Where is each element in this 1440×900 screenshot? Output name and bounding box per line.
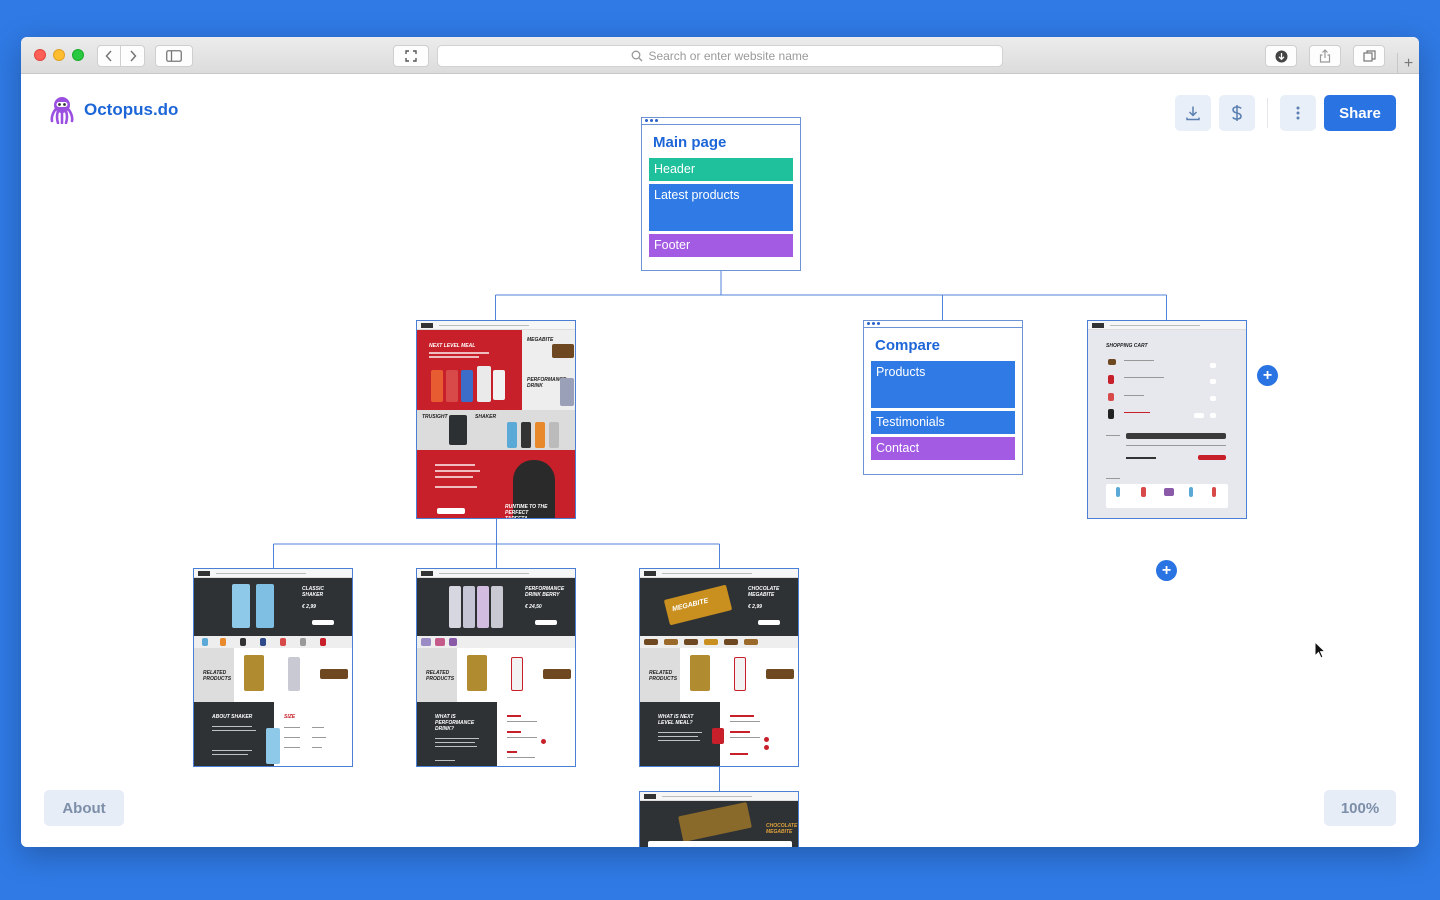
mouse-cursor-icon (1314, 641, 1326, 659)
minimize-window-button[interactable] (53, 49, 65, 61)
close-window-button[interactable] (34, 49, 46, 61)
main-page-card[interactable]: Main page Header Latest products Footer (641, 117, 801, 271)
address-placeholder: Search or enter website name (648, 49, 809, 63)
thumb-side: MEGABITE PERFORMANCE DRINK (522, 330, 575, 410)
sitemap-canvas[interactable]: Octopus.do Share Main page Header Latest… (21, 74, 1419, 847)
card-handle[interactable] (642, 118, 800, 125)
dollar-icon (1232, 105, 1242, 121)
performance-drink-thumbnail[interactable]: PERFORMANCE DRINK BERRY € 24,50 RELATED … (416, 568, 576, 767)
fullscreen-button[interactable] (393, 45, 429, 67)
thumb-hero: NEXT LEVEL MEAL (417, 330, 522, 410)
more-options-button[interactable] (1280, 95, 1316, 131)
sidebar-icon (166, 50, 182, 62)
thumb-nav (417, 321, 575, 330)
forward-button[interactable] (121, 45, 145, 67)
octopus-logo-icon (50, 97, 74, 124)
share-icon (1319, 49, 1331, 63)
block-testimonials[interactable]: Testimonials (871, 411, 1015, 434)
about-button[interactable]: About (44, 790, 124, 826)
card-title[interactable]: Main page (653, 134, 727, 151)
app-logo[interactable]: Octopus.do (49, 96, 178, 124)
home-page-thumbnail[interactable]: NEXT LEVEL MEAL MEGABITE PERFORMANCE DRI… (416, 320, 576, 519)
new-tab-icon: + (1403, 54, 1414, 72)
block-footer[interactable]: Footer (649, 234, 793, 257)
thumb-mid: TRUSIGHT SHAKER (417, 410, 575, 450)
app-name: Octopus.do (84, 100, 179, 119)
download-icon (1186, 106, 1200, 121)
forward-icon (129, 50, 137, 62)
sidebar-button[interactable] (155, 45, 193, 67)
megabite-page-thumbnail[interactable]: MEGABITE CHOCOLATE MEGABITE € 2,99 RELAT… (639, 568, 799, 767)
block-contact[interactable]: Contact (871, 437, 1015, 460)
back-button[interactable] (97, 45, 121, 67)
pricing-button[interactable] (1219, 95, 1255, 131)
thumb-nav (640, 569, 798, 578)
thumb-nav (194, 569, 352, 578)
chocolate-megabite-thumbnail[interactable]: CHOCOLATE MEGABITE (639, 791, 799, 847)
thumb-promo: RUNTIME TO THE PERFECT TAPEETA (417, 450, 575, 518)
toolbar-divider (1267, 98, 1268, 128)
address-bar[interactable]: Search or enter website name (437, 45, 1003, 67)
card-handle[interactable] (864, 321, 1022, 328)
block-header[interactable]: Header (649, 158, 793, 181)
share-button[interactable]: Share (1324, 95, 1396, 131)
thumb-cart-heading: SHOPPING CART (1106, 343, 1148, 349)
add-child-page-button[interactable]: + (1257, 365, 1278, 386)
more-vertical-icon (1296, 106, 1300, 120)
tabs-overview-button[interactable] (1353, 45, 1385, 67)
plus-icon: + (1262, 366, 1273, 384)
card-title[interactable]: Compare (875, 337, 941, 354)
export-button[interactable] (1175, 95, 1211, 131)
compare-card[interactable]: Compare Products Testimonials Contact (863, 320, 1023, 475)
browser-window: Search or enter website name + (21, 37, 1419, 847)
browser-toolbar: Search or enter website name + (21, 37, 1419, 74)
shopping-cart-thumbnail[interactable]: SHOPPING CART (1087, 320, 1247, 519)
zoom-level-button[interactable]: 100% (1324, 790, 1396, 826)
back-icon (105, 50, 112, 62)
thumb-nav (1088, 321, 1246, 330)
thumb-hero-title: NEXT LEVEL MEAL (429, 343, 476, 349)
block-products[interactable]: Products (871, 361, 1015, 408)
download-icon (1275, 50, 1287, 62)
block-latest-products[interactable]: Latest products (649, 184, 793, 231)
zoom-window-button[interactable] (72, 49, 84, 61)
new-tab-button[interactable]: + (1397, 53, 1419, 74)
browser-share-button[interactable] (1309, 45, 1341, 67)
add-page-below-button[interactable]: + (1156, 560, 1177, 581)
plus-icon: + (1161, 561, 1172, 579)
shaker-page-thumbnail[interactable]: CLASSIC SHAKER € 2,99 RELATED PRODUCTS A… (193, 568, 353, 767)
thumb-nav (417, 569, 575, 578)
search-icon (632, 50, 643, 62)
fullscreen-icon (405, 50, 417, 62)
sitemap-connectors (273, 270, 1167, 791)
thumb-nav (640, 792, 798, 801)
downloads-button[interactable] (1265, 45, 1297, 67)
tabs-icon (1362, 50, 1376, 62)
